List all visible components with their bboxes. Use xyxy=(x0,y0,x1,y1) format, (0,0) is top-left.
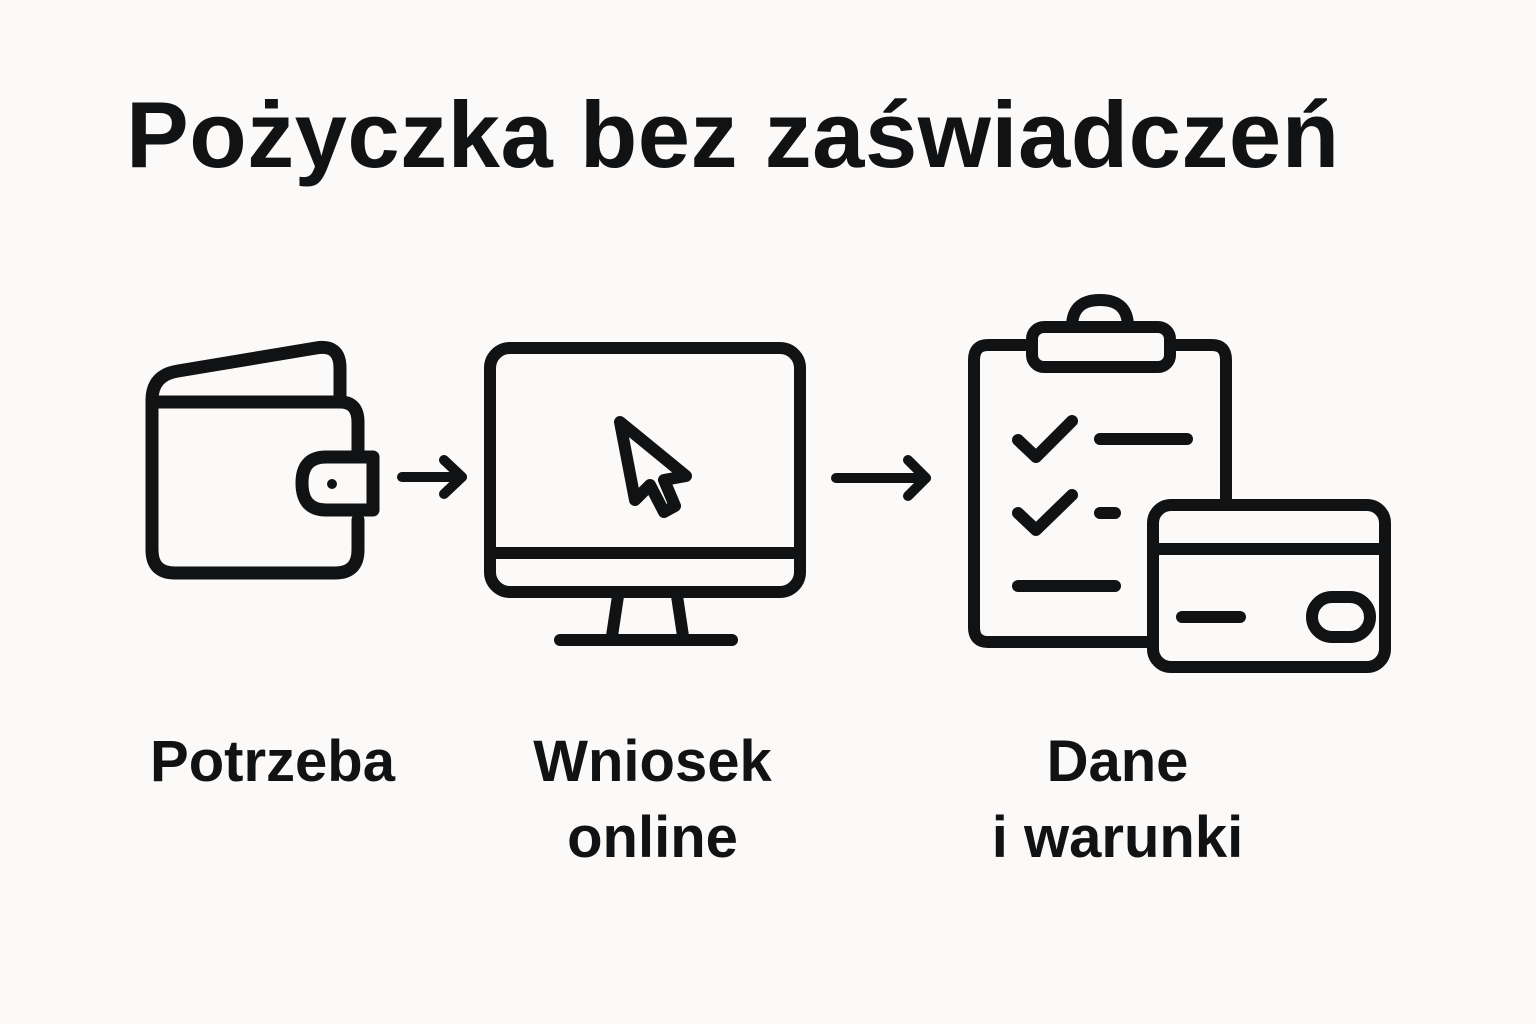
step-label-potrzeba: Potrzeba xyxy=(130,724,415,800)
step-label-line: Wniosek xyxy=(533,729,772,794)
wallet-icon xyxy=(130,330,390,590)
arrow-right-icon xyxy=(830,452,934,502)
step-label-line: Potrzeba xyxy=(150,729,395,794)
step-label-line: Dane xyxy=(1046,729,1189,794)
step-label-dane-i-warunki: Dane i warunki xyxy=(960,724,1275,876)
step-label-wniosek-online: Wniosek online xyxy=(505,724,800,876)
desktop-monitor-cursor-icon xyxy=(480,340,810,650)
page-title: Pożyczka bez zaświadczeń xyxy=(126,82,1340,187)
step-label-line: i warunki xyxy=(991,805,1244,870)
step-label-line: online xyxy=(567,805,738,870)
arrow-right-icon xyxy=(396,452,468,502)
clipboard-checklist-credit-card-icon xyxy=(960,290,1400,680)
